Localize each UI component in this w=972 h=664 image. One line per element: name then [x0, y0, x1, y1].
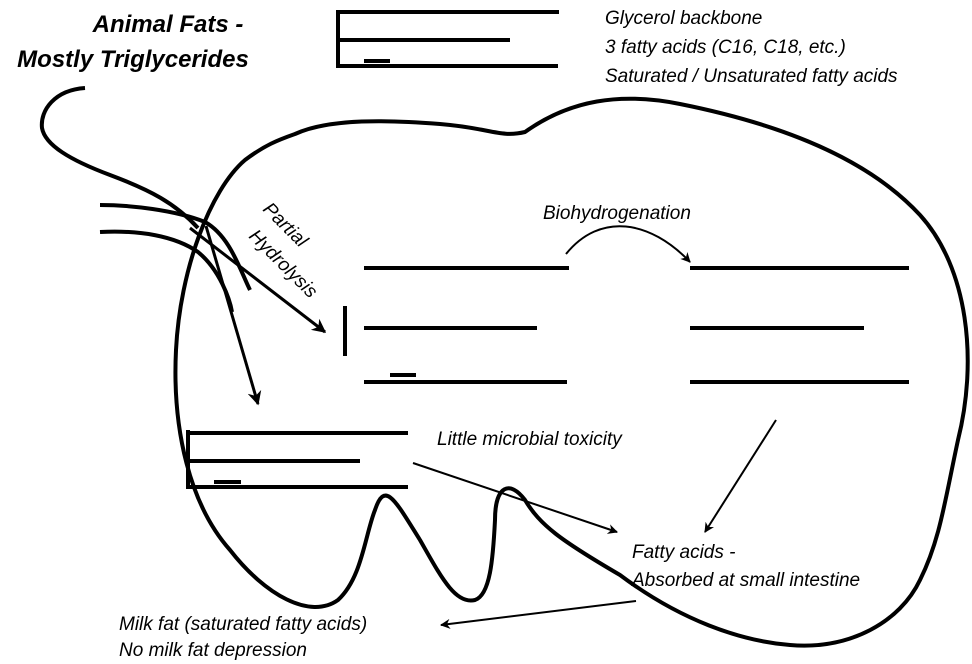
absorbed-label: Absorbed at small intestine	[631, 570, 860, 591]
title-line-1: Animal Fats -	[92, 11, 244, 38]
arrow-to-milk-fat	[441, 601, 636, 625]
toxicity-label: Little microbial toxicity	[437, 429, 623, 450]
saturated-fatty-acids-icon	[690, 268, 909, 382]
legend-saturation: Saturated / Unsaturated fatty acids	[605, 66, 898, 87]
legend-triglyceride-icon	[336, 10, 559, 68]
esophagus	[42, 88, 250, 312]
biohydrogenation-label: Biohydrogenation	[543, 203, 691, 224]
bypass-triglyceride-icon	[186, 430, 408, 489]
hydrolyzed-triglyceride-icon	[345, 268, 569, 382]
fatty-acids-label: Fatty acids -	[632, 542, 735, 563]
biohydrogenation-arrow	[566, 226, 690, 262]
arrow-to-absorption	[705, 420, 776, 532]
partial-hydrolysis-label: Partial Hydrolysis	[244, 199, 321, 303]
no-milk-fat-depression-label: No milk fat depression	[119, 640, 307, 661]
arrow-bypass-to-absorption	[413, 463, 617, 532]
legend-fatty-acids: 3 fatty acids (C16, C18, etc.)	[605, 37, 846, 58]
legend-glycerol: Glycerol backbone	[605, 8, 762, 29]
title-line-2: Mostly Triglycerides	[17, 46, 249, 73]
milk-fat-label: Milk fat (saturated fatty acids)	[119, 614, 367, 635]
rumen-outline	[175, 99, 967, 646]
